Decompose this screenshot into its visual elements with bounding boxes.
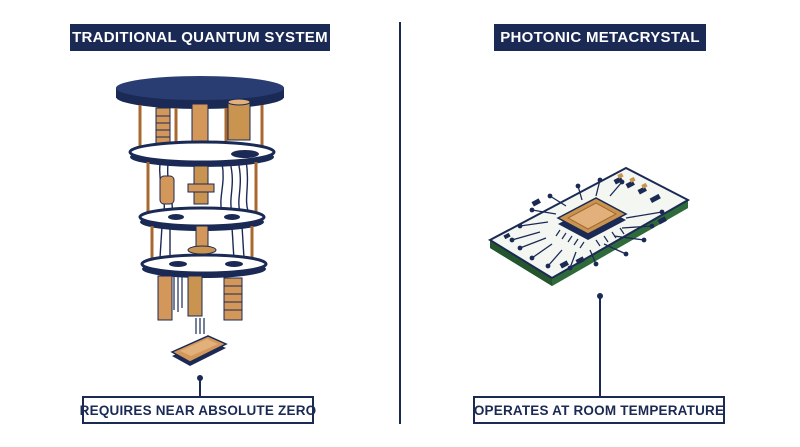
left-panel-title: TRADITIONAL QUANTUM SYSTEM: [70, 24, 330, 51]
circuit-board-chip-icon: [487, 166, 691, 396]
right-panel-title: PHOTONIC METACRYSTAL: [494, 24, 706, 51]
right-panel-caption: OPERATES AT ROOM TEMPERATURE: [473, 396, 725, 424]
left-panel: TRADITIONAL QUANTUM SYSTEM: [70, 24, 330, 424]
left-panel-caption: REQUIRES NEAR ABSOLUTE ZERO: [80, 396, 316, 424]
right-panel: PHOTONIC METACRYSTAL: [400, 0, 800, 447]
dilution-refrigerator-icon: [116, 76, 284, 396]
center-divider: [399, 22, 401, 424]
